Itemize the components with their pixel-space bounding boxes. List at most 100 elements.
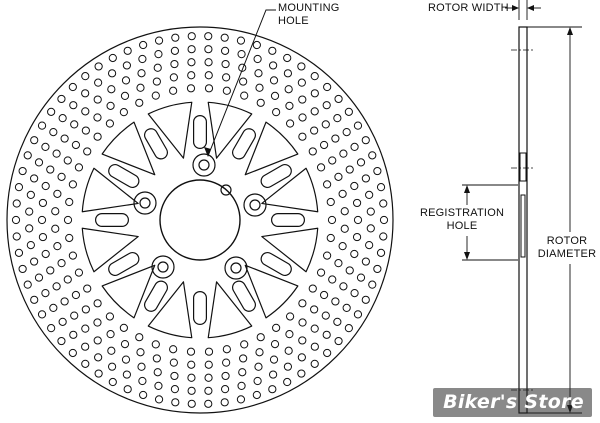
drill-hole: [169, 86, 178, 95]
drill-hole: [83, 147, 92, 156]
drill-hole: [222, 86, 231, 95]
spoke-window-large: [147, 101, 193, 159]
drill-hole: [49, 127, 58, 137]
drill-hole: [284, 346, 293, 355]
drill-hole: [83, 284, 92, 293]
drill-hole: [238, 368, 247, 377]
drill-hole: [137, 362, 146, 371]
drill-hole: [254, 362, 263, 371]
drill-hole: [37, 215, 47, 225]
mounting-hole-inner: [157, 261, 169, 273]
drill-hole: [138, 376, 147, 386]
drill-hole: [310, 305, 319, 314]
mounting-hole-inner: [230, 262, 242, 274]
mounting-hole-label-line1: MOUNTING: [278, 2, 340, 14]
drill-hole: [238, 63, 247, 72]
drill-hole: [350, 289, 359, 298]
spoke-window-large: [261, 167, 319, 213]
spoke-slot-fill: [233, 129, 255, 159]
drill-hole: [338, 189, 347, 198]
drill-hole: [136, 348, 145, 357]
drill-hole: [107, 346, 116, 355]
registration-notch: [220, 184, 232, 196]
drill-hole: [326, 233, 335, 243]
drill-hole: [272, 323, 281, 332]
center-bore: [159, 179, 241, 261]
hub-section: [520, 194, 526, 258]
drill-hole: [187, 399, 196, 408]
drill-hole: [53, 189, 62, 198]
drill-hole: [376, 183, 386, 192]
drill-hole: [93, 95, 102, 104]
drill-hole: [152, 354, 161, 363]
drill-hole: [356, 158, 366, 167]
drill-hole: [222, 73, 231, 82]
mounting-hole-outer: [224, 256, 248, 280]
drill-hole: [47, 107, 56, 116]
drill-hole: [269, 355, 279, 364]
drill-hole: [298, 336, 307, 345]
spoke-slot-fill: [109, 165, 139, 187]
drill-hole: [94, 62, 103, 71]
drill-hole: [63, 275, 72, 284]
drill-hole: [344, 107, 353, 116]
drill-hole: [47, 324, 56, 333]
drill-hole: [106, 101, 115, 110]
spoke-slot-fill: [145, 281, 167, 311]
drill-hole: [38, 232, 48, 242]
drill-hole: [272, 108, 281, 117]
drill-hole: [65, 197, 74, 207]
drill-hole: [138, 54, 147, 64]
drill-hole: [316, 268, 326, 277]
drill-hole: [256, 333, 265, 342]
mounting-hole-inner: [249, 199, 261, 211]
drill-hole: [107, 362, 117, 371]
drill-hole: [204, 71, 213, 80]
spoke-window-large: [207, 101, 253, 159]
drill-hole: [170, 371, 179, 381]
drill-hole: [204, 45, 213, 54]
drill-hole: [310, 89, 319, 98]
drill-hole: [331, 297, 340, 306]
drill-hole: [68, 82, 77, 92]
drill-hole: [135, 333, 144, 342]
drill-hole: [316, 163, 326, 172]
drill-hole: [25, 207, 34, 216]
drill-hole: [93, 299, 102, 308]
drill-hole: [204, 399, 213, 408]
rotor-front-view: [6, 26, 394, 414]
drill-hole: [81, 89, 90, 98]
drill-hole: [70, 311, 79, 320]
drill-hole: [187, 45, 196, 54]
drill-hole: [187, 32, 196, 41]
drill-hole: [270, 91, 280, 101]
drill-hole: [81, 72, 90, 81]
drill-hole: [187, 373, 196, 382]
mounting-hole-inner: [198, 159, 210, 171]
watermark-text: Biker's Store: [443, 391, 584, 413]
drill-hole: [269, 76, 279, 85]
drill-hole: [51, 224, 60, 233]
drill-hole: [63, 215, 73, 225]
mounting-hole-arrow: [204, 147, 211, 157]
drill-hole: [49, 303, 58, 313]
drill-hole: [221, 371, 230, 381]
drill-hole: [283, 69, 293, 78]
drill-hole: [170, 385, 180, 394]
drill-hole: [106, 330, 115, 339]
drill-hole: [65, 233, 74, 243]
drill-hole: [322, 101, 331, 110]
registration-hole-label: REGISTRATION HOLE: [420, 207, 504, 233]
drill-hole: [204, 84, 214, 93]
drill-hole: [298, 318, 307, 327]
drill-hole: [37, 121, 47, 130]
drill-hole: [204, 32, 213, 41]
drill-hole: [151, 91, 160, 100]
drill-hole: [123, 385, 132, 394]
spoke-window-large: [81, 227, 139, 273]
drill-hole: [121, 76, 131, 85]
drill-hole: [376, 248, 386, 257]
drill-hole: [373, 166, 382, 176]
drill-hole: [338, 242, 347, 251]
rotor-side-view: [511, 26, 535, 414]
